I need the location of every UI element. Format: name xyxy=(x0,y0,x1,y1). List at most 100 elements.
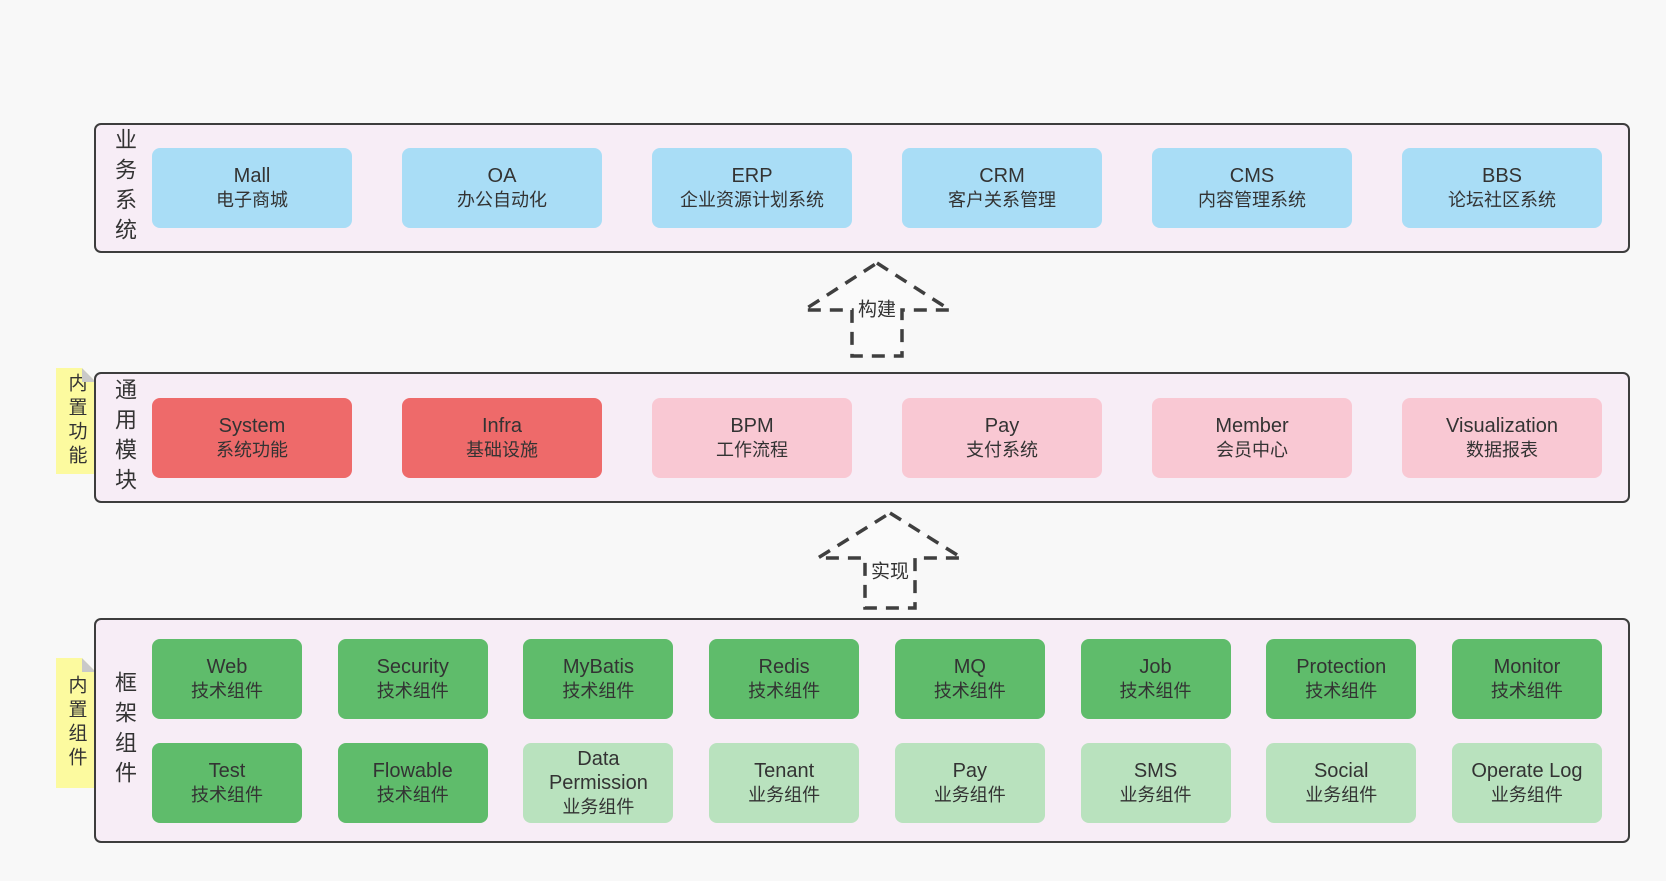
node-subtitle: 内容管理系统 xyxy=(1198,190,1306,210)
node-title: Protection xyxy=(1296,655,1387,678)
node-subtitle: 技术组件 xyxy=(376,784,449,805)
node-title: SMS xyxy=(1133,759,1178,782)
node-title: Member xyxy=(1215,414,1289,437)
diagram-node-cms: CMS 内容管理系统 xyxy=(1152,148,1352,228)
node-title: Visualization xyxy=(1446,414,1558,437)
node-subtitle: 工作流程 xyxy=(716,439,788,460)
node-subtitle: 技术组件 xyxy=(748,680,821,701)
node-title: Operate Log xyxy=(1471,759,1583,782)
node-subtitle: 技术组件 xyxy=(191,784,263,805)
node-subtitle: 支付系统 xyxy=(966,439,1038,460)
node-title: Job xyxy=(1139,655,1172,678)
node-title: Web xyxy=(206,655,248,678)
node-subtitle: 会员中心 xyxy=(1216,439,1288,460)
node-subtitle: 业务组件 xyxy=(933,784,1006,805)
node-subtitle: 数据报表 xyxy=(1466,439,1538,460)
node-subtitle: 业务组件 xyxy=(1305,784,1378,805)
arrow-label-implement: 实现 xyxy=(867,555,913,585)
node-title: BBS xyxy=(1481,165,1523,187)
node-subtitle: 技术组件 xyxy=(1119,680,1192,701)
node-subtitle: 技术组件 xyxy=(191,680,263,701)
node-subtitle: 技术组件 xyxy=(933,680,1006,701)
node-subtitle: 技术组件 xyxy=(1305,680,1378,701)
node-subtitle: 客户关系管理 xyxy=(948,190,1056,210)
node-subtitle: 基础设施 xyxy=(466,439,538,460)
sticky-note-builtin-components: 内置组件 xyxy=(56,658,96,788)
node-title: Pay xyxy=(984,414,1020,437)
layer-label: 框架组件 xyxy=(112,670,137,791)
node-subtitle: 业务组件 xyxy=(1490,784,1563,805)
node-subtitle: 企业资源计划系统 xyxy=(680,190,824,210)
node-title: Infra xyxy=(481,414,523,437)
node-subtitle: 论坛社区系统 xyxy=(1448,190,1556,210)
node-title: System xyxy=(218,414,286,437)
node-subtitle: 业务组件 xyxy=(748,784,821,805)
diagram-node-bbs: BBS 论坛社区系统 xyxy=(1402,148,1602,228)
diagram-node-oa: OA 办公自动化 xyxy=(402,148,602,228)
sticky-note-text: 内置组件 xyxy=(65,675,87,771)
diagram-node-erp: ERP 企业资源计划系统 xyxy=(652,148,852,228)
layer-label: 业务系统 xyxy=(112,128,137,248)
node-subtitle: 业务组件 xyxy=(562,796,635,817)
node-subtitle: 技术组件 xyxy=(562,680,635,701)
sticky-note-builtin-features: 内置功能 xyxy=(56,368,96,474)
node-subtitle: 电子商城 xyxy=(216,190,288,210)
node-title: Tenant xyxy=(754,759,815,782)
node-subtitle: 业务组件 xyxy=(1119,784,1192,805)
node-title: Mall xyxy=(233,165,271,187)
node-title: BPM xyxy=(730,414,774,437)
node-title: Social xyxy=(1313,759,1369,782)
node-title: Data Permission xyxy=(548,747,648,794)
node-subtitle: 技术组件 xyxy=(1490,680,1563,701)
sticky-note-text: 内置功能 xyxy=(65,373,87,469)
diagram-node-mall: Mall 电子商城 xyxy=(152,148,352,228)
arrow-label-build: 构建 xyxy=(854,293,900,323)
node-title: MQ xyxy=(953,655,986,678)
node-subtitle: 技术组件 xyxy=(376,680,449,701)
node-subtitle: 系统功能 xyxy=(216,439,288,460)
node-subtitle: 办公自动化 xyxy=(457,190,547,210)
node-title: MyBatis xyxy=(562,655,634,678)
node-title: OA xyxy=(487,165,517,187)
node-title: Pay xyxy=(952,759,988,782)
node-title: Test xyxy=(208,759,246,782)
node-title: ERP xyxy=(731,165,773,187)
node-title: Flowable xyxy=(372,759,453,782)
node-title: Security xyxy=(376,655,449,678)
layer-label: 通用模块 xyxy=(112,377,137,498)
node-title: CMS xyxy=(1229,165,1275,187)
node-title: Redis xyxy=(758,655,810,678)
